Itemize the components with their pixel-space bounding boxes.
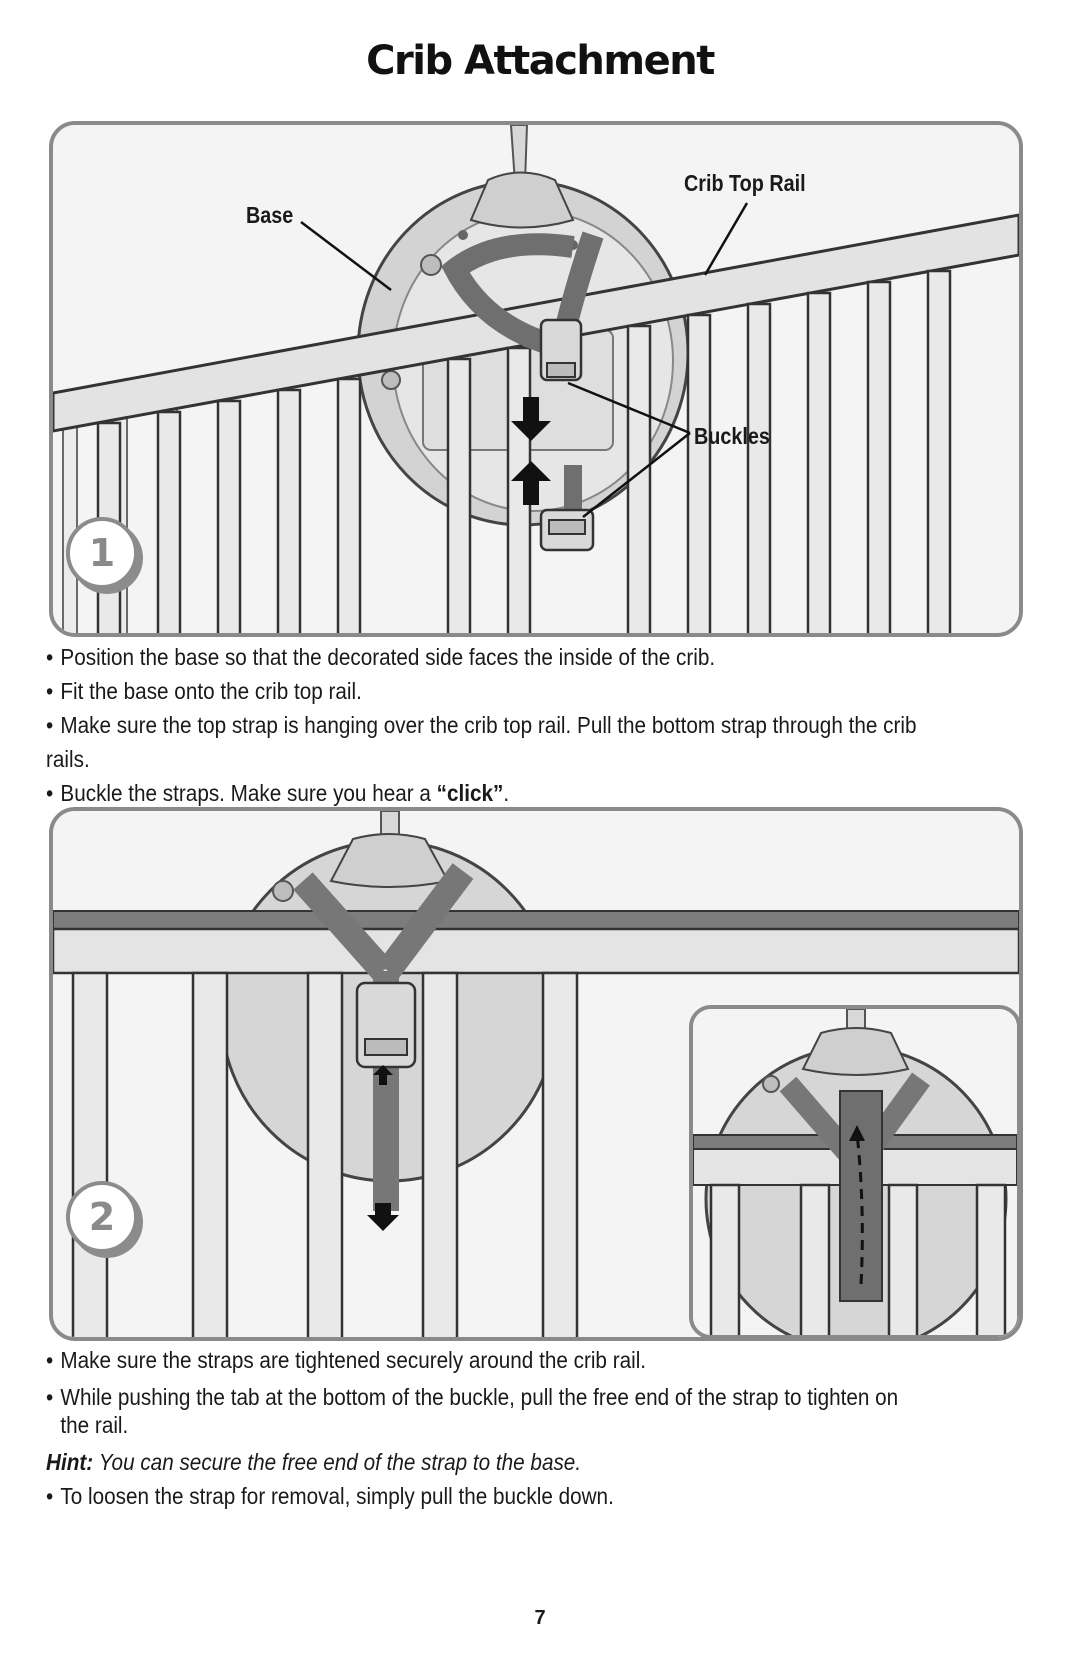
crib-rail bbox=[53, 927, 1019, 975]
label-buckles: Buckles bbox=[694, 423, 770, 449]
instruction-item: •To loosen the strap for removal, simply… bbox=[46, 1483, 614, 1509]
hint: Hint: You can secure the free end of the… bbox=[46, 1445, 955, 1479]
instruction-item: •Make sure the straps are tightened secu… bbox=[46, 1347, 647, 1373]
arrow-down-icon bbox=[367, 1203, 399, 1231]
callout-leader-lines bbox=[300, 202, 749, 518]
arrow-up-icon bbox=[373, 1065, 393, 1085]
hint-label: Hint: bbox=[46, 1449, 94, 1475]
step-number-badge: 1 bbox=[66, 517, 138, 589]
instruction-item: •Buckle the straps. Make sure you hear a… bbox=[46, 780, 510, 806]
hint-text: You can secure the free end of the strap… bbox=[98, 1449, 582, 1475]
step-number-badge: 2 bbox=[66, 1181, 138, 1253]
instruction-item: •Fit the base onto the crib top rail. bbox=[46, 678, 362, 704]
instruction-item-continued: the rail. bbox=[60, 1412, 129, 1438]
crib-slats bbox=[71, 971, 579, 1337]
arrow-up-icon bbox=[849, 1125, 865, 1141]
page-number: 7 bbox=[534, 1607, 546, 1629]
crib-slats bbox=[96, 269, 952, 633]
instruction-item: •Make sure the top strap is hanging over… bbox=[46, 712, 917, 772]
label-base: Base bbox=[246, 202, 294, 228]
arrow-down-icon bbox=[511, 397, 551, 441]
label-crib-top-rail: Crib Top Rail bbox=[684, 170, 806, 196]
click-emphasis: “click” bbox=[436, 780, 504, 806]
page-title: Crib Attachment bbox=[366, 38, 715, 84]
instruction-item: •Position the base so that the decorated… bbox=[46, 644, 716, 670]
crib-base-illustration bbox=[53, 125, 1019, 633]
arrow-up-icon bbox=[511, 461, 551, 505]
strap-tighten-illustration bbox=[53, 811, 1019, 1337]
step-2-illustration: 2 bbox=[49, 807, 1023, 1341]
step-2-instructions: •Make sure the straps are tightened secu… bbox=[46, 1343, 955, 1513]
inset-detail bbox=[689, 1005, 1019, 1337]
step-1-illustration: Base Crib Top Rail Buckles 1 bbox=[49, 121, 1023, 637]
strap-secured-illustration bbox=[693, 1009, 1017, 1335]
crib-top-rail bbox=[53, 213, 1019, 433]
step-1-instructions: •Position the base so that the decorated… bbox=[46, 640, 955, 810]
instruction-item: •While pushing the tab at the bottom of … bbox=[46, 1384, 899, 1410]
